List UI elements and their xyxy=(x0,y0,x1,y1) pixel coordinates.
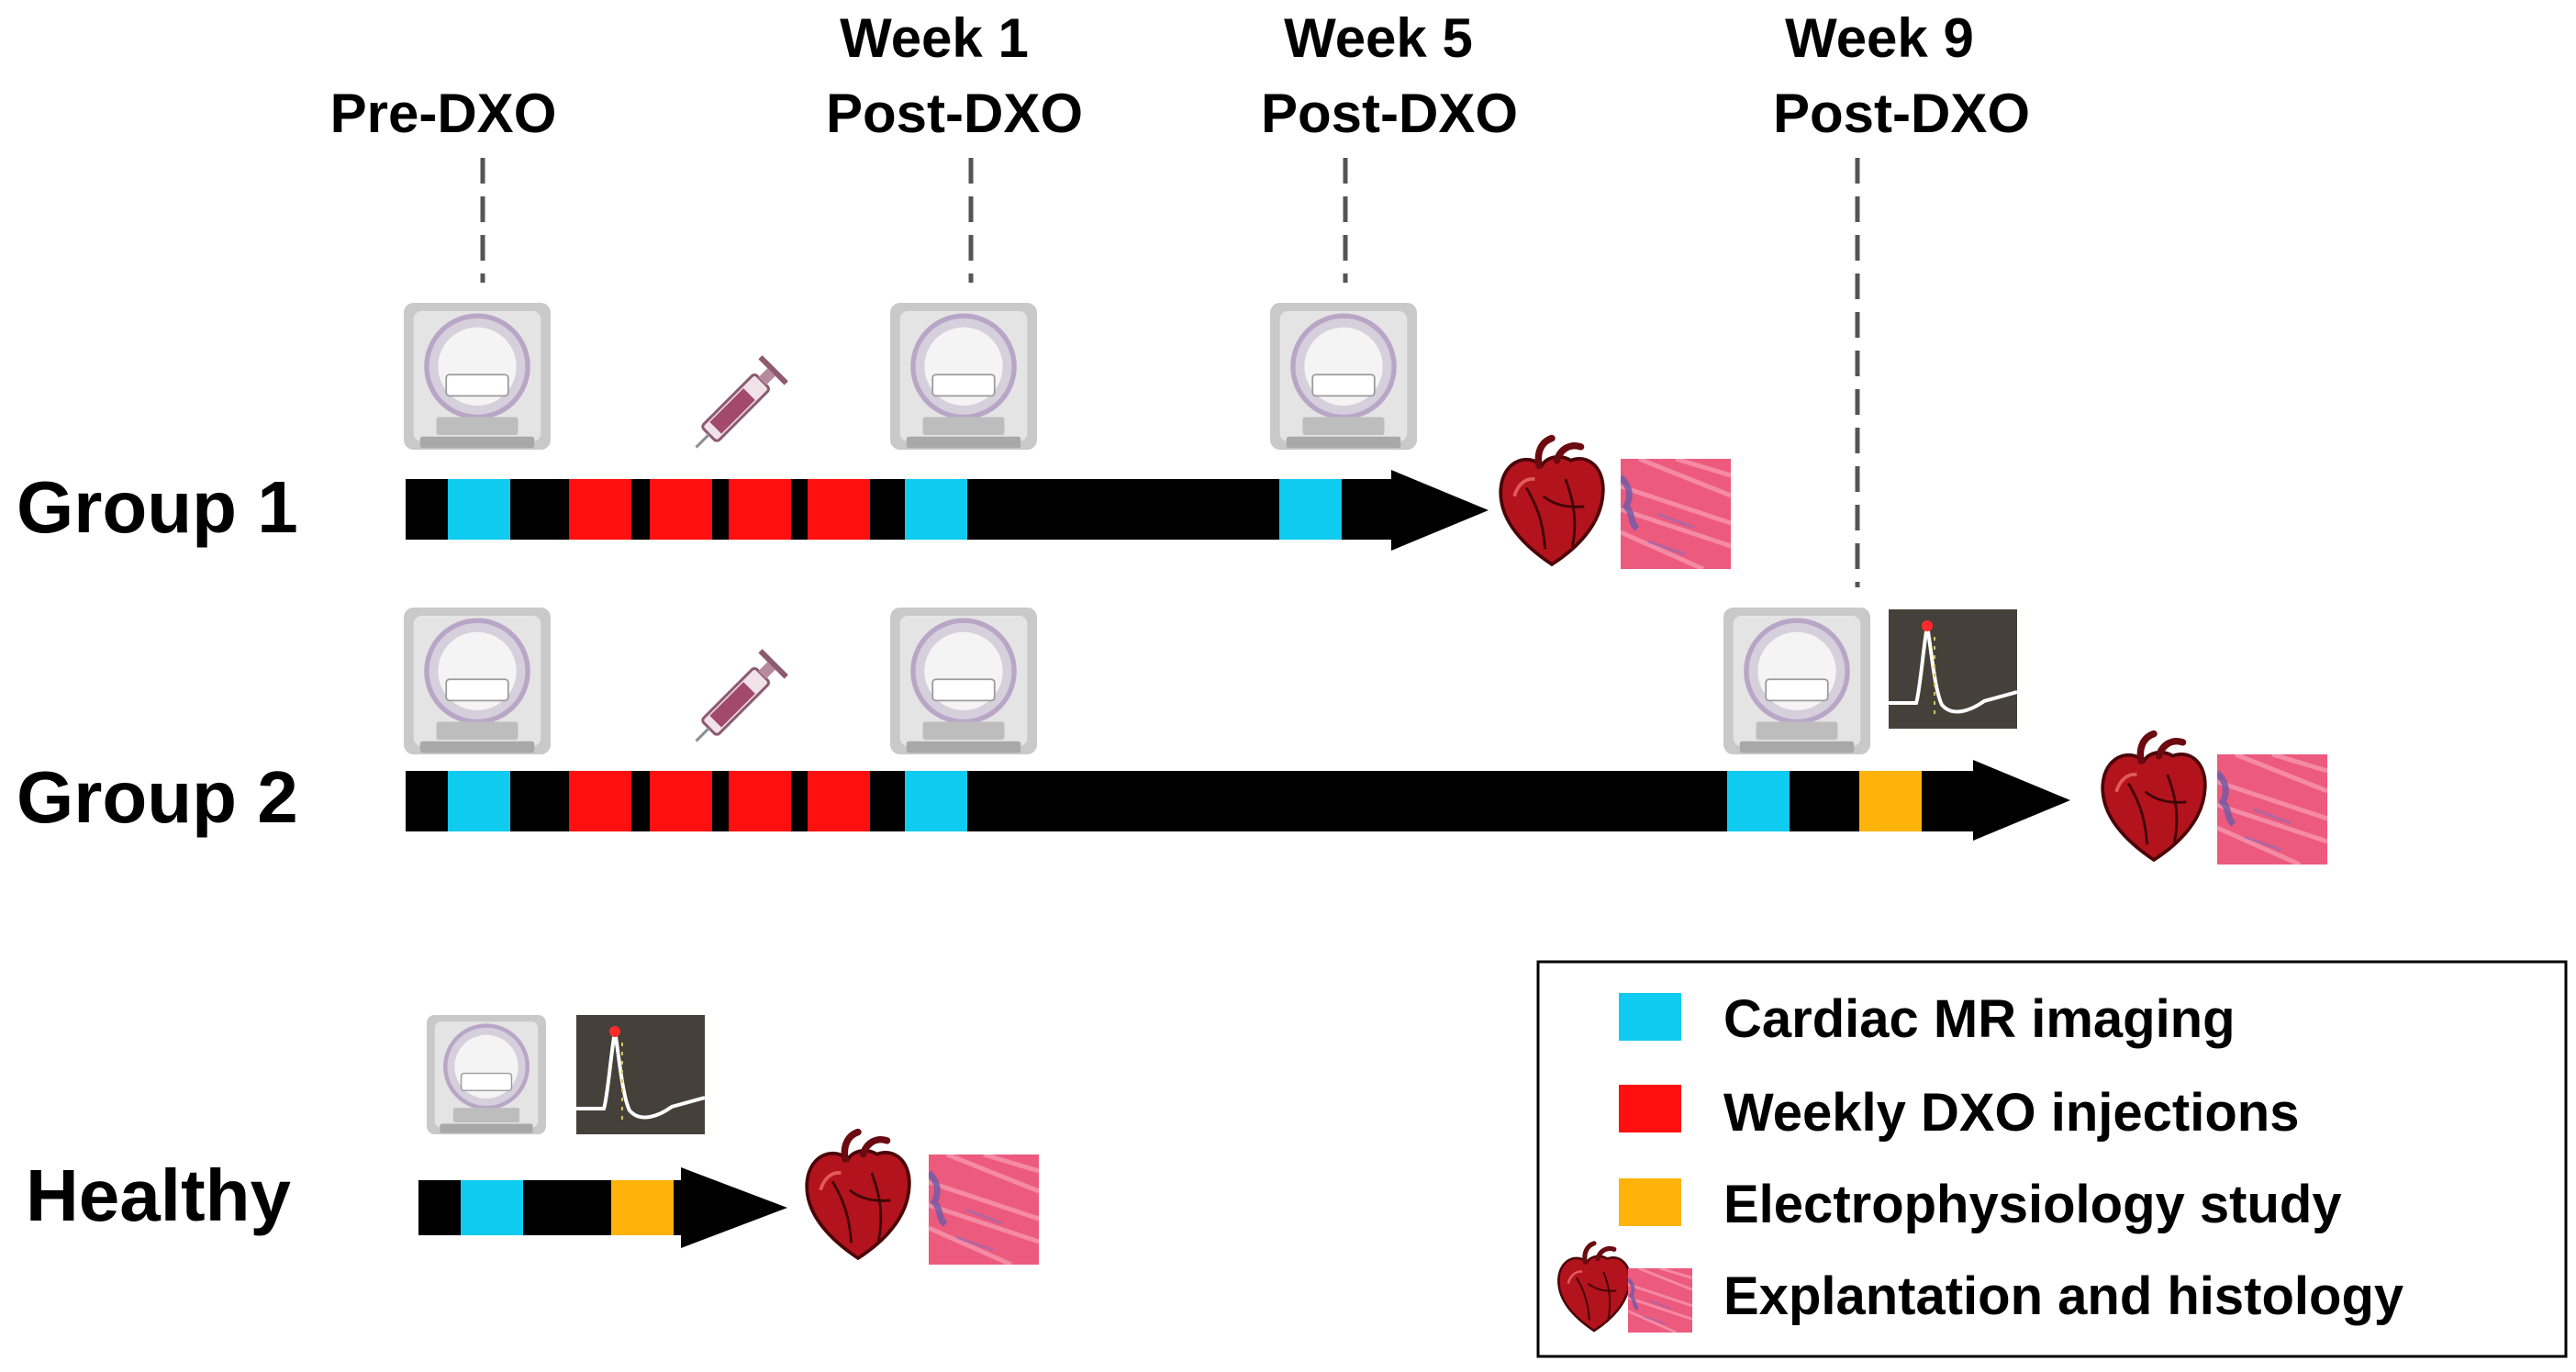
healthy-timeline-bar xyxy=(418,1180,683,1235)
group-2-row: Group 2 xyxy=(17,608,2327,864)
timeline-gap-segment xyxy=(631,479,651,540)
heart-icon xyxy=(807,1132,909,1258)
electrophysiology-segment xyxy=(1859,771,1923,831)
timeline-gap-segment xyxy=(406,771,449,831)
group-2-timeline-arrowhead xyxy=(1973,760,2070,841)
timepoint-pre-dxo: Pre-DXO xyxy=(330,83,557,283)
legend-swatch-ep xyxy=(1619,1178,1681,1226)
timepoint-week-9-line1: Week 9 xyxy=(1785,7,1974,69)
cardiac-mr-segment xyxy=(448,479,511,540)
timeline-shaft-segment xyxy=(1342,479,1393,540)
group-1-timeline-arrowhead xyxy=(1391,470,1489,551)
timepoint-week-5-line1: Week 5 xyxy=(1284,7,1473,69)
cardiac-mr-segment xyxy=(461,1180,524,1235)
timepoint-week-1-line2: Post-DXO xyxy=(826,83,1083,144)
mri-scanner-icon xyxy=(404,303,551,450)
timepoint-week-5-line2: Post-DXO xyxy=(1261,83,1518,144)
histology-icon xyxy=(929,1154,1039,1265)
timeline-gap-segment xyxy=(1790,771,1860,831)
timeline-gap-segment xyxy=(967,479,1280,540)
timeline-gap-segment xyxy=(406,479,449,540)
syringe-icon xyxy=(681,647,790,756)
group-1-timeline-bar xyxy=(406,479,1393,540)
timepoint-week-1-line1: Week 1 xyxy=(840,7,1029,69)
timepoint-pre-dxo-label: Pre-DXO xyxy=(330,83,557,144)
dxo-injection-segment xyxy=(808,479,871,540)
timeline-gap-segment xyxy=(870,479,906,540)
timepoint-week-1: Week 1 Post-DXO xyxy=(826,7,1083,283)
group-1-label: Group 1 xyxy=(17,466,298,548)
ecg-trace-icon xyxy=(1889,609,2017,729)
dxo-injection-segment xyxy=(569,479,632,540)
legend-swatch-mr xyxy=(1619,993,1681,1041)
group-2-label: Group 2 xyxy=(17,756,298,838)
histology-icon xyxy=(2217,754,2327,864)
timepoint-week-5: Week 5 Post-DXO xyxy=(1261,7,1518,283)
legend-frame xyxy=(1536,960,2568,1358)
timeline-shaft-segment xyxy=(674,1180,683,1235)
mri-scanner-icon xyxy=(1270,303,1417,450)
healthy-timeline-arrowhead xyxy=(681,1167,787,1248)
histology-icon xyxy=(1628,1268,1692,1333)
group-1-row: Group 1 xyxy=(17,303,1731,569)
dxo-injection-segment xyxy=(729,479,792,540)
histology-icon xyxy=(1621,459,1731,569)
timeline-gap-segment xyxy=(510,479,570,540)
dxo-injection-segment xyxy=(808,771,871,831)
cardiac-mr-segment xyxy=(1727,771,1790,831)
cardiac-mr-segment xyxy=(448,771,511,831)
mri-scanner-icon xyxy=(404,608,551,754)
cardiac-mr-segment xyxy=(905,771,968,831)
timeline-gap-segment xyxy=(510,771,570,831)
timeline-gap-segment xyxy=(631,771,651,831)
healthy-label: Healthy xyxy=(26,1154,291,1236)
legend-swatch-dxo xyxy=(1619,1085,1681,1132)
timeline-gap-segment xyxy=(523,1180,612,1235)
legend-label-explant: Explantation and histology xyxy=(1723,1266,2403,1326)
heart-icon xyxy=(2102,734,2205,860)
group-2-timeline-bar xyxy=(406,771,1975,831)
dxo-injection-segment xyxy=(650,479,713,540)
mri-scanner-icon xyxy=(1723,608,1870,754)
syringe-icon xyxy=(681,353,790,463)
cardiac-mr-segment xyxy=(1279,479,1343,540)
mri-scanner-icon xyxy=(890,303,1037,450)
timepoint-week-9: Week 9 Post-DXO xyxy=(1773,7,2030,587)
timeline-gap-segment xyxy=(791,479,808,540)
mri-scanner-icon xyxy=(890,608,1037,754)
dxo-injection-segment xyxy=(650,771,713,831)
electrophysiology-segment xyxy=(611,1180,675,1235)
timeline-gap-segment xyxy=(967,771,1728,831)
timeline-gap-segment xyxy=(791,771,808,831)
healthy-row: Healthy xyxy=(26,1015,1039,1265)
cardiac-mr-segment xyxy=(905,479,968,540)
mri-scanner-icon xyxy=(427,1015,546,1134)
dxo-injection-segment xyxy=(569,771,632,831)
dxo-injection-segment xyxy=(729,771,792,831)
timeline-shaft-segment xyxy=(1922,771,1975,831)
legend-label-dxo: Weekly DXO injections xyxy=(1723,1083,2299,1143)
timeline-gap-segment xyxy=(418,1180,462,1235)
timeline-gap-segment xyxy=(712,771,730,831)
legend-label-mr: Cardiac MR imaging xyxy=(1723,989,2236,1049)
timeline-gap-segment xyxy=(712,479,730,540)
legend: Cardiac MR imaging Weekly DXO injections… xyxy=(1536,960,2568,1358)
legend-label-ep: Electrophysiology study xyxy=(1723,1175,2342,1234)
ecg-trace-icon xyxy=(576,1015,705,1134)
heart-icon xyxy=(1500,439,1603,564)
timepoint-week-9-line2: Post-DXO xyxy=(1773,83,2030,144)
timeline-gap-segment xyxy=(870,771,906,831)
